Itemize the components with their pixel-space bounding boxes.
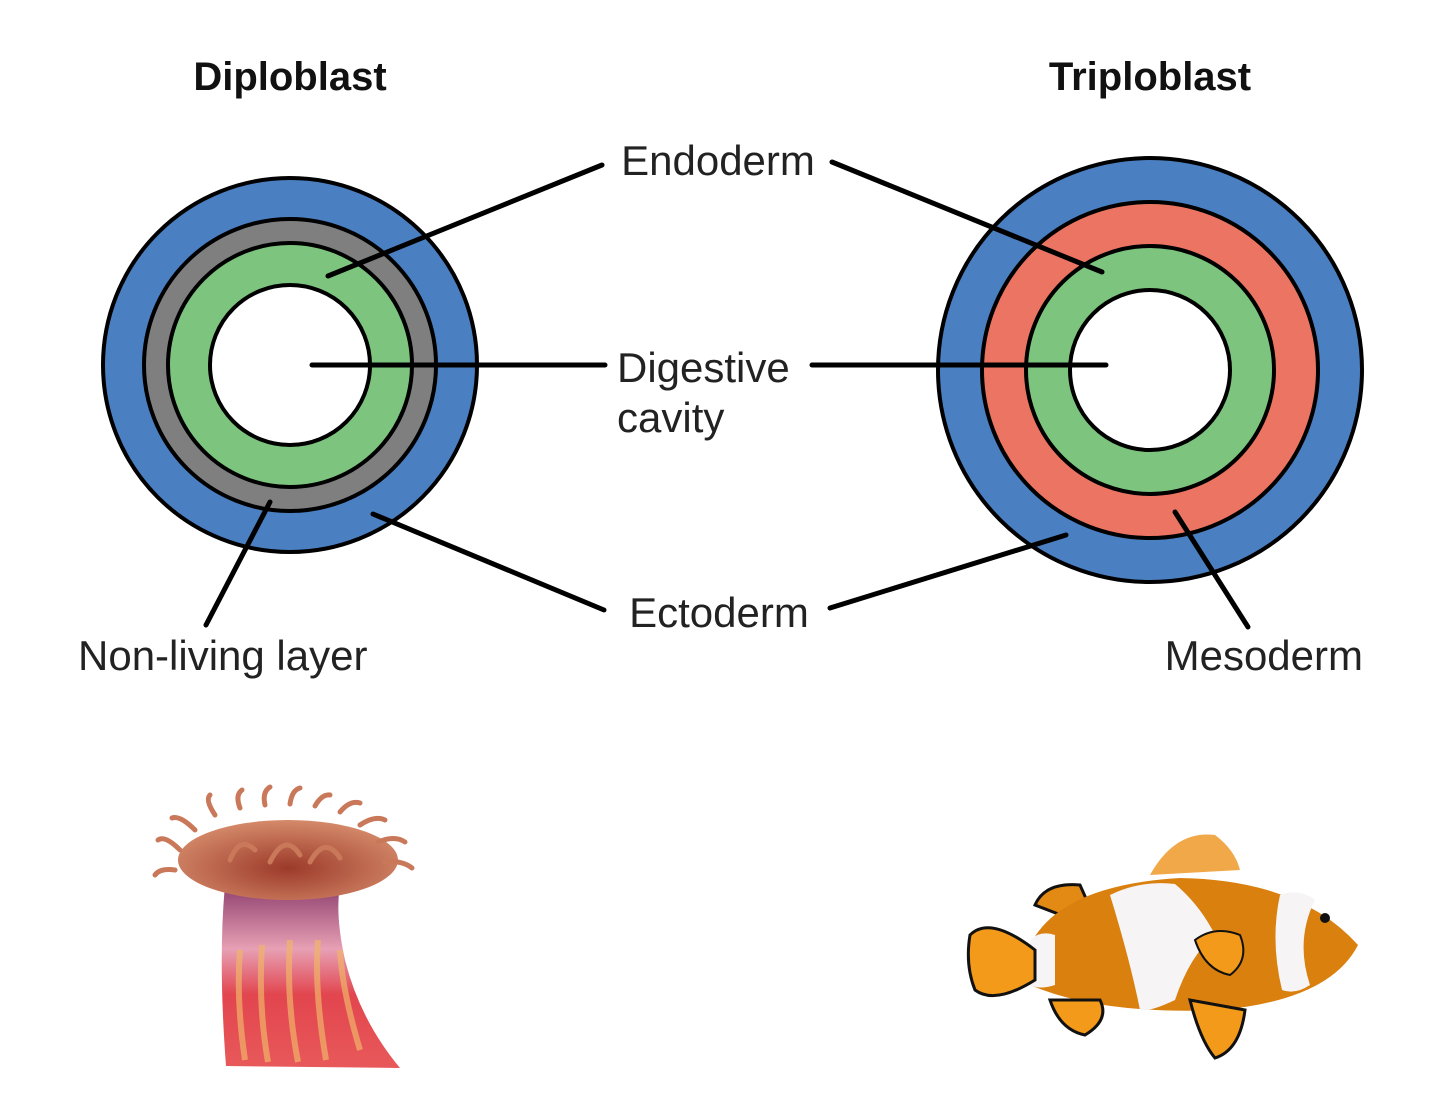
anemone-stalk (221, 885, 400, 1068)
fish-anal-fin (1047, 998, 1105, 1037)
endoderm-label: Endoderm (621, 137, 815, 184)
sea-anemone-illustration (152, 784, 415, 1068)
ectoderm-leader-right (827, 532, 1069, 611)
endoderm-leader-left (325, 162, 605, 279)
anemone-tentacles (152, 784, 415, 878)
non-living-leader (203, 499, 273, 628)
fish-middle-stripe (1110, 883, 1215, 1011)
diploblast-title: Diploblast (193, 55, 386, 99)
triploblast-title: Triploblast (1049, 55, 1251, 99)
digestive-cavity-label-line2: cavity (617, 394, 724, 441)
fish-eye (1320, 913, 1330, 923)
anemone-crown (178, 820, 398, 900)
mesoderm-label: Mesoderm (1165, 632, 1363, 679)
ectoderm-label: Ectoderm (629, 589, 809, 636)
non-living-layer-label: Non-living layer (78, 632, 367, 679)
endoderm-leader-right (829, 159, 1105, 275)
ectoderm-leader-left (370, 511, 607, 613)
mesoderm-leader (1172, 509, 1251, 630)
triploblast-cross-section (936, 156, 1364, 584)
fish-pectoral-fin (1193, 930, 1245, 977)
triploblast-digestive-cavity (1068, 288, 1232, 452)
clownfish-illustration (966, 834, 1358, 1060)
digestive-cavity-label-line1: Digestive (617, 344, 790, 391)
fish-pelvic-fin (1187, 998, 1247, 1060)
fish-dorsal-fin (1150, 834, 1240, 875)
anemone-stripes (235, 939, 363, 1063)
fish-tail-fin (966, 926, 1037, 998)
fish-head-stripe (1275, 892, 1315, 992)
